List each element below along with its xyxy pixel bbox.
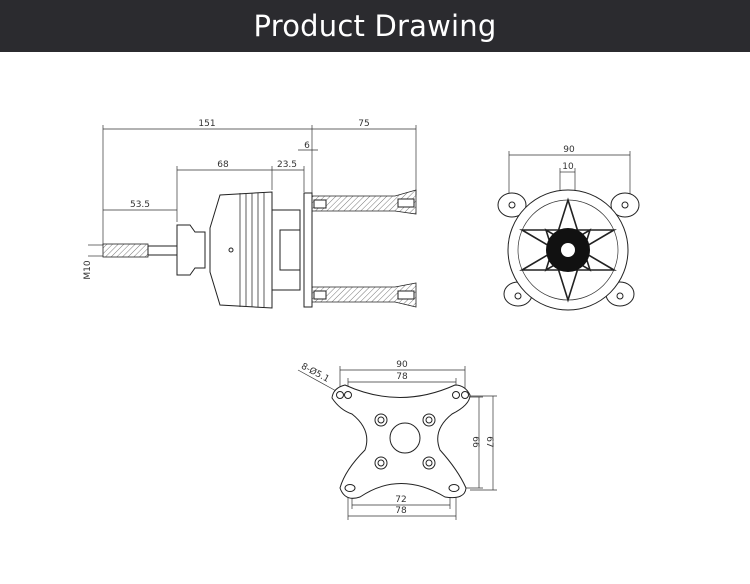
mount-flange <box>303 192 313 308</box>
dim-plate-height-inner: 66 <box>470 436 480 448</box>
dim-overall-length: 151 <box>198 119 215 129</box>
dim-thread: M10 <box>83 260 93 279</box>
dim-plate-height-outer: 67 <box>484 436 494 447</box>
dim-plate-bottom-outer: 78 <box>395 506 407 516</box>
dim-rear: 23.5 <box>277 160 297 170</box>
motor-bell <box>209 191 273 309</box>
dim-bell: 68 <box>217 160 229 170</box>
dim-flange: 6 <box>304 141 310 151</box>
threaded-shaft <box>102 243 149 258</box>
front-view: 90 10 <box>497 145 640 311</box>
dim-shaft: 53.5 <box>130 200 150 210</box>
dim-front-width: 90 <box>563 145 575 155</box>
dim-front-center: 10 <box>562 162 574 172</box>
standoff-top <box>311 189 417 215</box>
dim-prop-adapter: 75 <box>358 119 369 129</box>
standoff-bottom <box>311 282 417 308</box>
mount-plate-view: 90 78 72 78 66 67 8-Ø5.1 <box>297 360 497 520</box>
prop-hub <box>176 224 206 276</box>
dim-plate-top-inner: 78 <box>396 372 408 382</box>
dim-plate-top-outer: 90 <box>396 360 408 370</box>
dim-plate-bottom-inner: 72 <box>395 495 406 505</box>
side-view: 151 75 6 68 23.5 53.5 M10 <box>83 119 417 309</box>
page-title: Product Drawing <box>253 9 497 43</box>
dim-plate-holes: 8-Ø5.1 <box>299 361 331 385</box>
header-bar: Product Drawing <box>0 0 750 52</box>
